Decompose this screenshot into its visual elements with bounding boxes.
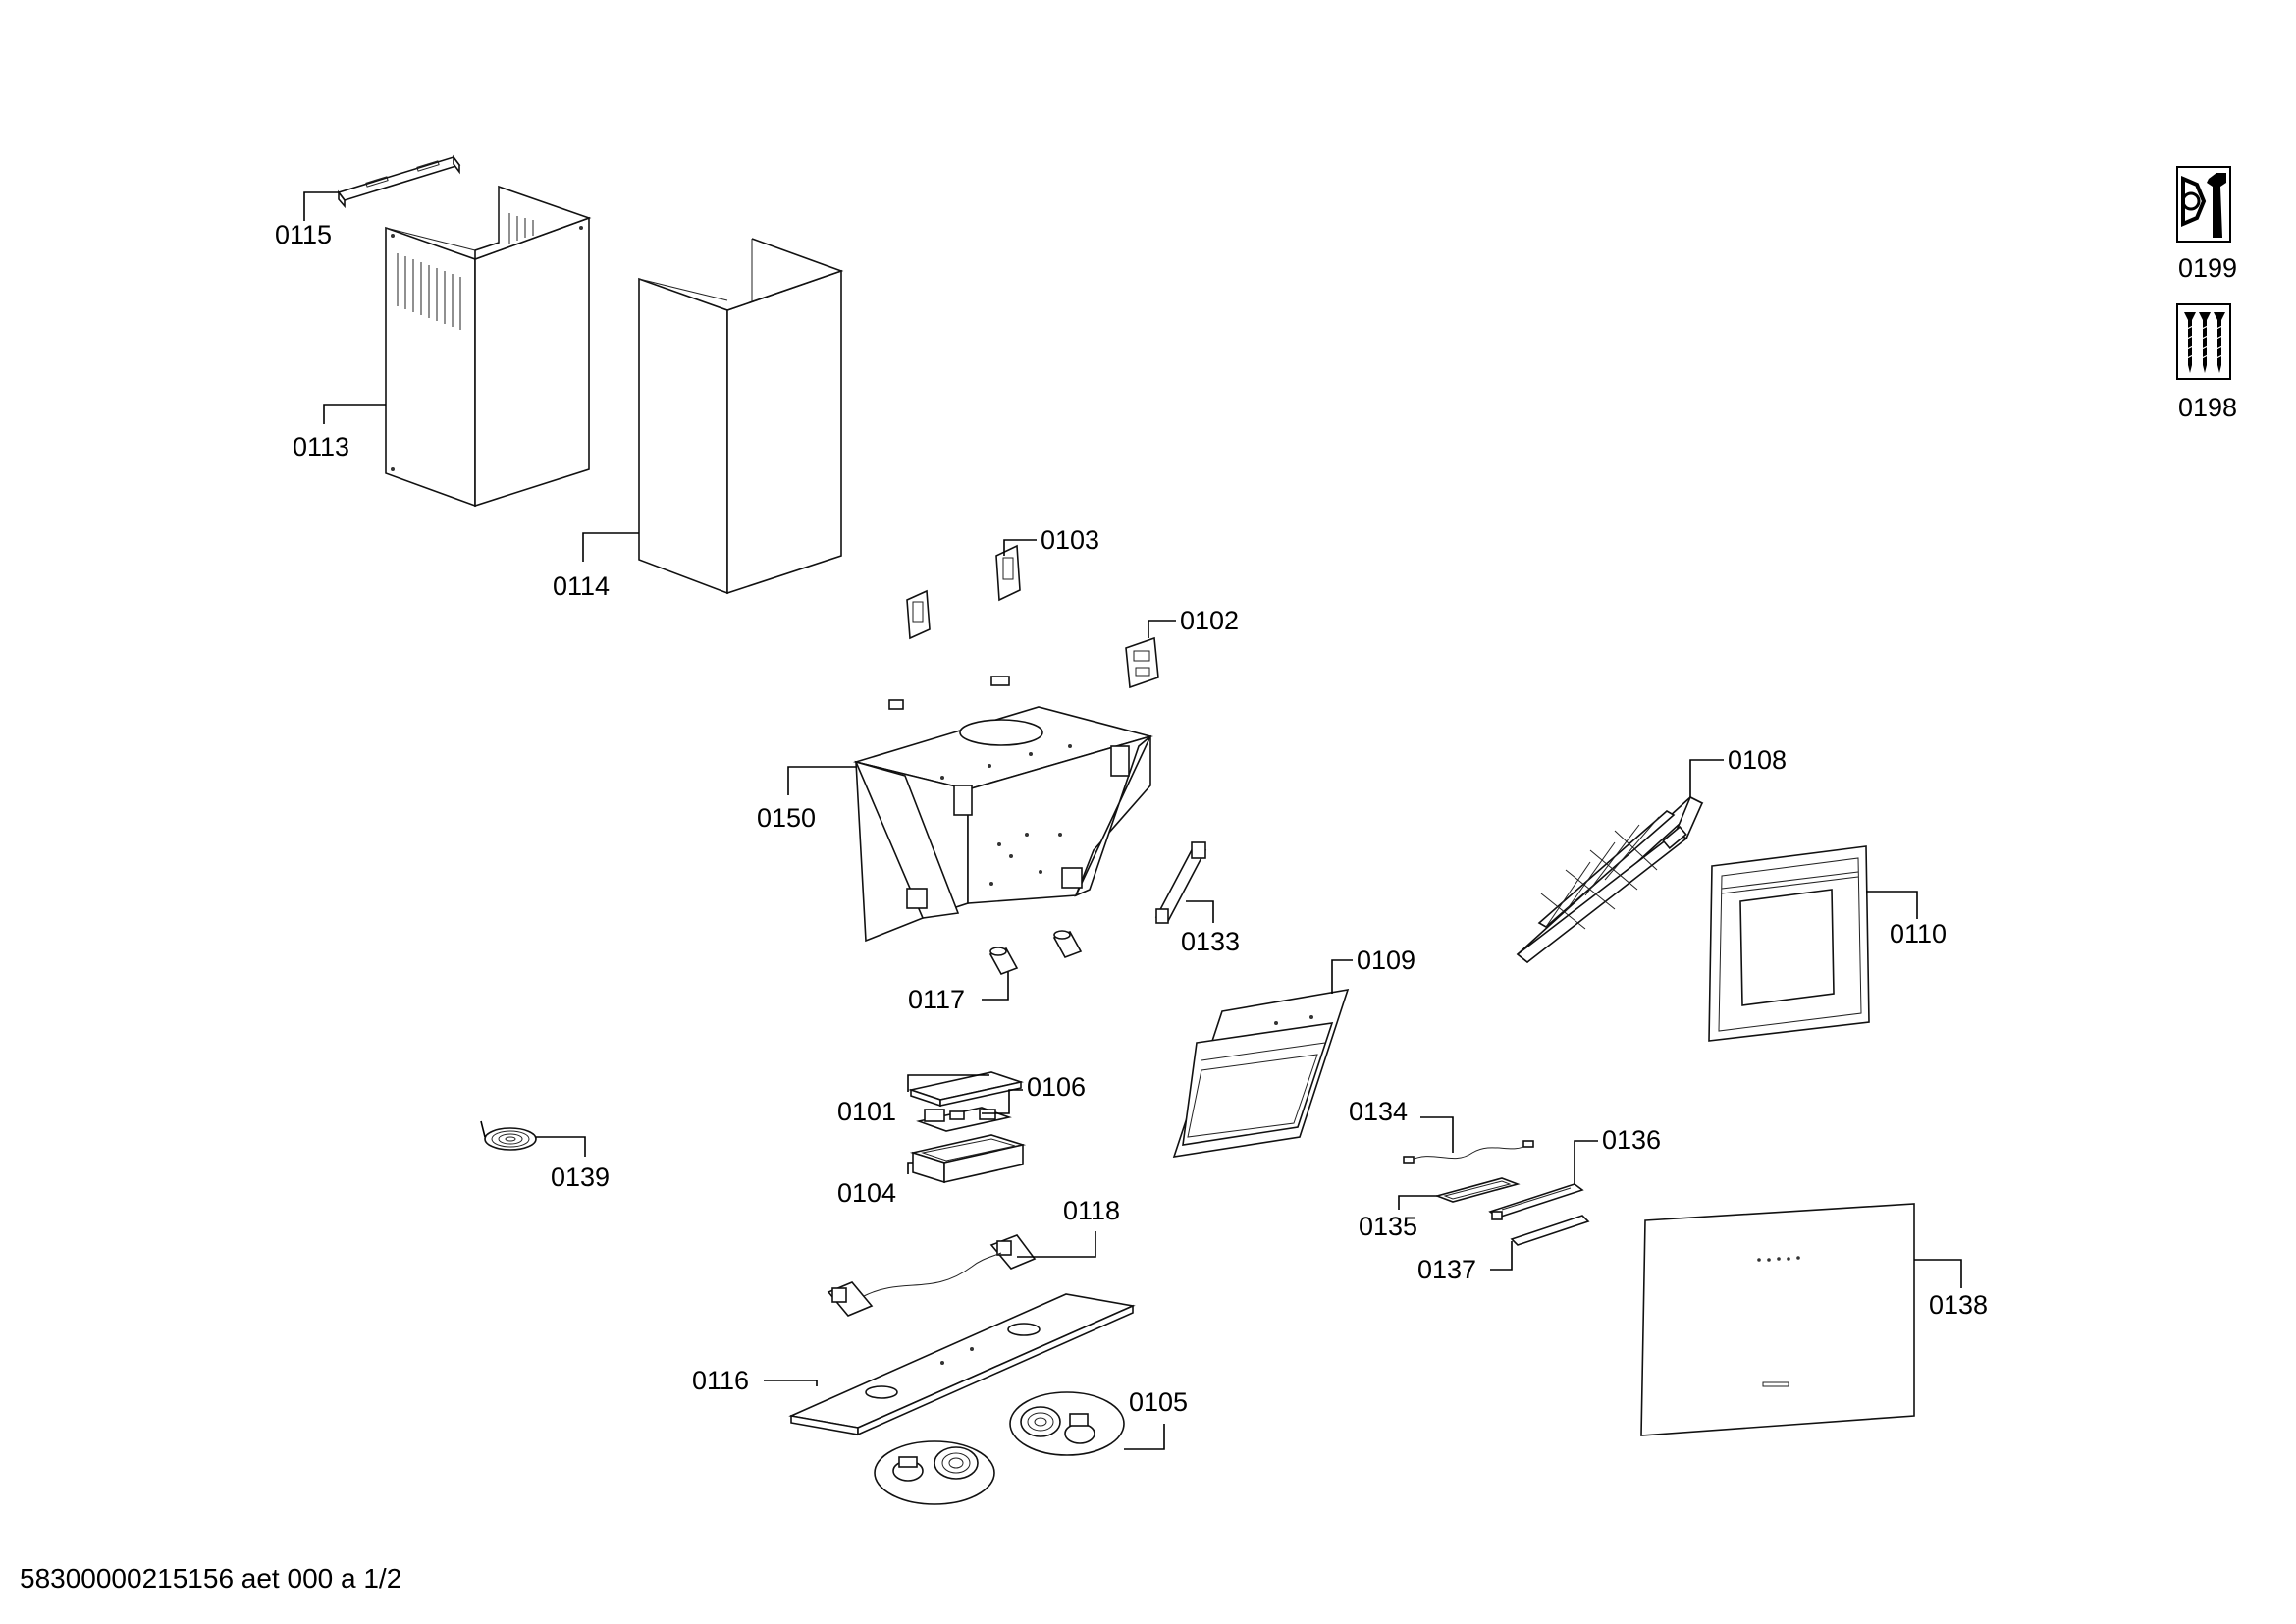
label-0106: 0106 [1027, 1072, 1086, 1102]
leader-0113 [323, 404, 386, 424]
part-0133-sensor [1154, 841, 1207, 924]
label-0102: 0102 [1180, 606, 1239, 635]
leader-0117 [982, 972, 1009, 1001]
label-0136: 0136 [1602, 1125, 1661, 1155]
label-0105: 0105 [1129, 1387, 1188, 1417]
label-0133: 0133 [1181, 927, 1240, 956]
part-0101-cover [907, 1071, 1025, 1108]
leader-0118 [1017, 1231, 1096, 1258]
leader-0114 [582, 532, 639, 562]
leader-0139 [536, 1136, 586, 1157]
label-0117: 0117 [908, 985, 965, 1014]
part-0102-switch [1125, 636, 1159, 689]
screws-icon [2176, 303, 2231, 380]
label-0116: 0116 [692, 1366, 749, 1395]
label-0101: 0101 [837, 1097, 896, 1126]
part-0135-frame [1434, 1177, 1521, 1203]
part-0137-strip [1510, 1215, 1590, 1246]
label-0114: 0114 [553, 571, 610, 601]
leader-0104 [907, 1162, 913, 1174]
part-0105-lamps [874, 1391, 1125, 1505]
part-0104-box [909, 1134, 1027, 1184]
part-0134-cable [1403, 1140, 1534, 1164]
part-0116-lamp-rail [788, 1293, 1136, 1436]
leader-0103 [1003, 539, 1037, 556]
label-0134: 0134 [1349, 1097, 1408, 1126]
label-0113: 0113 [293, 432, 349, 461]
label-0109: 0109 [1357, 946, 1415, 975]
label-0108: 0108 [1728, 745, 1787, 775]
leader-0137 [1490, 1241, 1513, 1271]
nut-and-wrench-icon [2176, 166, 2231, 243]
leader-0110 [1866, 891, 1918, 919]
leader-0138 [1914, 1259, 1962, 1288]
part-0113-chimney-upper [385, 185, 592, 508]
label-0137: 0137 [1417, 1255, 1476, 1284]
leader-0134 [1420, 1116, 1454, 1153]
label-0104: 0104 [837, 1178, 896, 1208]
part-0136-strip [1488, 1183, 1584, 1220]
part-0106-board [916, 1107, 1012, 1132]
part-0110-panel [1708, 845, 1870, 1042]
part-0114-chimney-lower [638, 238, 844, 595]
leader-0116 [764, 1380, 818, 1386]
leader-0133 [1186, 900, 1214, 923]
leader-0101 [907, 1074, 989, 1092]
label-0118: 0118 [1063, 1196, 1120, 1225]
leader-0105 [1124, 1424, 1165, 1450]
part-0150-housing [852, 706, 1153, 943]
part-0109-inner-panel [1172, 988, 1350, 1158]
part-0108-grease-filter [1516, 795, 1704, 964]
part-0139-coil [480, 1120, 537, 1151]
leader-0150 [787, 766, 856, 795]
leader-0109 [1331, 959, 1353, 994]
label-0110: 0110 [1890, 919, 1947, 948]
part-0115-bracket [337, 154, 461, 209]
leader-0115 [303, 191, 339, 221]
leader-0106 [982, 1089, 1023, 1114]
document-reference: 58300000215156 aet 000 a 1/2 [20, 1563, 402, 1594]
part-0117-tubes [988, 930, 1083, 975]
label-0135: 0135 [1359, 1212, 1417, 1241]
part-0103-clips [888, 544, 1021, 710]
leader-0135 [1398, 1195, 1437, 1210]
part-0118-lamp-wiring [827, 1234, 1037, 1317]
label-0139: 0139 [551, 1163, 610, 1192]
part-0138-glass-front [1640, 1203, 1915, 1436]
label-0138: 0138 [1929, 1290, 1988, 1320]
label-0115: 0115 [275, 220, 332, 249]
label-0198: 0198 [2178, 393, 2237, 422]
leader-0136 [1574, 1140, 1598, 1184]
leader-0102 [1148, 620, 1176, 638]
label-0199: 0199 [2178, 253, 2237, 283]
label-0103: 0103 [1041, 525, 1099, 555]
leader-0108 [1689, 759, 1724, 797]
label-0150: 0150 [757, 803, 816, 833]
